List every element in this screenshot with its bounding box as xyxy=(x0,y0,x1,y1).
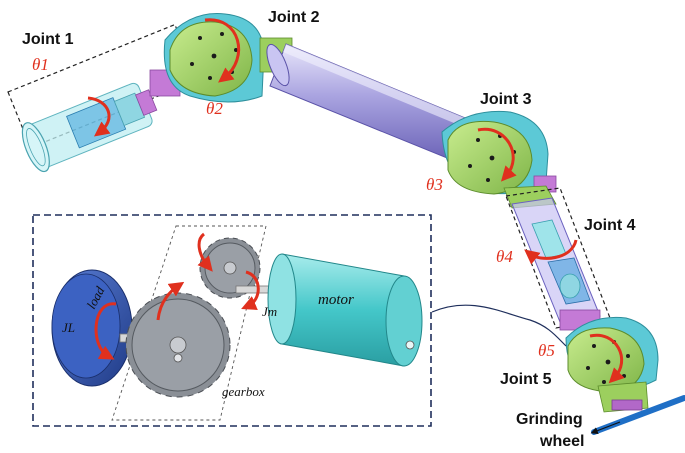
theta-4-label: θ4 xyxy=(496,247,513,266)
jl-label: JL xyxy=(62,320,75,335)
joint-2-label: Joint 2 xyxy=(268,9,320,26)
large-gear xyxy=(125,292,231,398)
large-gear-rotation-arrow xyxy=(156,281,185,321)
theta-2-label: θ2 xyxy=(206,99,223,118)
grinding-wheel-pointer xyxy=(590,421,621,435)
drive-train-inset xyxy=(32,214,432,427)
joint-1-label: Joint 1 xyxy=(22,31,74,48)
joint-4-dashed-box xyxy=(505,187,611,329)
motor-label: motor xyxy=(318,292,354,308)
theta-5-label: θ5 xyxy=(538,341,555,360)
gearbox-label: gearbox xyxy=(222,384,265,399)
joint-3-assembly xyxy=(441,110,557,209)
motor-cylinder xyxy=(267,253,423,367)
joint-5-label: Joint 5 xyxy=(500,371,552,388)
small-gear-rotation-arrow xyxy=(197,232,213,272)
joint-4-label: Joint 4 xyxy=(584,217,636,234)
inset-connector-line xyxy=(431,304,567,347)
joint-5-rotation-arrow xyxy=(589,333,625,384)
load-rotation-arrow xyxy=(94,302,117,360)
jm-label: Jm xyxy=(262,304,277,319)
joint-4-assembly xyxy=(505,187,611,329)
motor-rotation-arrow xyxy=(241,270,260,310)
upper-arm-link xyxy=(266,43,471,161)
joint-2-assembly xyxy=(149,13,293,103)
theta-1-label: θ1 xyxy=(32,55,49,74)
joint-4-rotation-arrow xyxy=(524,239,578,265)
theta-3-label: θ3 xyxy=(426,175,443,194)
joint-3-label: Joint 3 xyxy=(480,91,532,108)
gearbox-outline xyxy=(111,225,267,421)
joint-5-assembly xyxy=(559,309,659,413)
small-gear xyxy=(199,237,261,299)
grinding-wheel-label-line2: wheel xyxy=(539,433,584,450)
joint-2-rotation-arrow xyxy=(204,18,241,83)
joint-1-rotation-arrow xyxy=(87,96,111,137)
grinding-wheel-label-line1: Grinding xyxy=(516,411,583,428)
joint-3-rotation-arrow xyxy=(477,127,517,182)
